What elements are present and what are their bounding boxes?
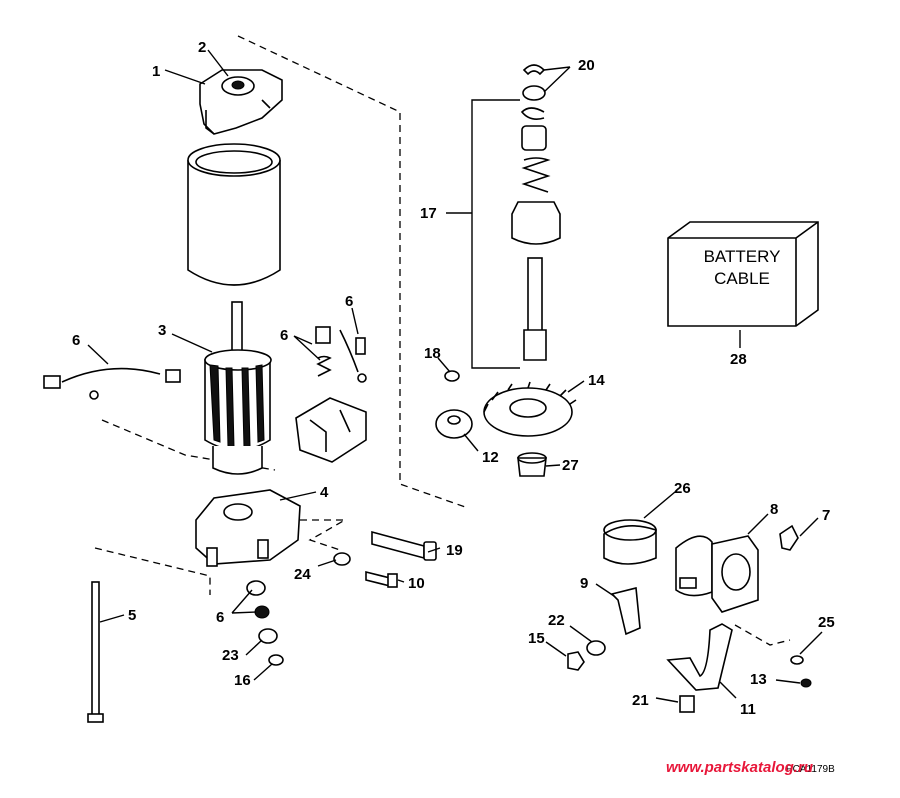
battery-label-line2: CABLE bbox=[714, 269, 770, 288]
ring-gear bbox=[483, 381, 577, 437]
callout-20: 20 bbox=[578, 57, 595, 74]
drive-end-cap bbox=[195, 489, 301, 567]
callout-5: 5 bbox=[128, 607, 136, 624]
callout-24: 24 bbox=[294, 566, 311, 583]
leader-lines bbox=[87, 49, 823, 703]
hardware-right bbox=[567, 640, 812, 713]
callout-12: 12 bbox=[482, 449, 499, 466]
callout-14: 14 bbox=[588, 372, 605, 389]
callout-6-brush: 6 bbox=[280, 327, 288, 344]
callout-13: 13 bbox=[750, 671, 767, 688]
callout-8: 8 bbox=[770, 501, 778, 518]
callout-6-screw: 6 bbox=[345, 293, 353, 310]
brush-holder bbox=[295, 397, 367, 463]
solenoid bbox=[675, 535, 759, 613]
drive-shaft-assembly bbox=[511, 64, 561, 361]
through-bolt bbox=[87, 581, 104, 723]
strap bbox=[610, 586, 641, 636]
callout-labels: 1 2 3 4 5 6 6 6 6 7 8 9 10 11 12 13 14 1… bbox=[72, 39, 835, 718]
washer-18 bbox=[444, 370, 460, 382]
armature-part bbox=[204, 301, 272, 475]
brush-set bbox=[315, 326, 367, 383]
callout-25: 25 bbox=[818, 614, 835, 631]
sleeve bbox=[603, 519, 657, 565]
wire-lead bbox=[43, 367, 181, 400]
callout-1: 1 bbox=[152, 63, 160, 80]
callout-2: 2 bbox=[198, 39, 206, 56]
callout-18: 18 bbox=[424, 345, 441, 362]
callout-21: 21 bbox=[632, 692, 649, 709]
callout-27: 27 bbox=[562, 457, 579, 474]
callout-23: 23 bbox=[222, 647, 239, 664]
callout-3: 3 bbox=[158, 322, 166, 339]
shaft-assembly-bracket bbox=[446, 99, 520, 369]
field-frame-housing bbox=[187, 143, 281, 286]
battery-label-line1: BATTERY bbox=[704, 247, 781, 266]
callout-16: 16 bbox=[234, 672, 251, 689]
callout-6-nut: 6 bbox=[216, 609, 224, 626]
end-cap-part bbox=[199, 69, 283, 135]
callout-6-wire: 6 bbox=[72, 332, 80, 349]
callout-15: 15 bbox=[528, 630, 545, 647]
callout-7: 7 bbox=[822, 507, 830, 524]
callout-26: 26 bbox=[674, 480, 691, 497]
terminal-boot bbox=[779, 524, 799, 551]
callout-17: 17 bbox=[420, 205, 437, 222]
callout-11: 11 bbox=[740, 701, 756, 718]
battery-cable-box: BATTERY CABLE bbox=[667, 221, 819, 327]
washers-nuts-left bbox=[246, 552, 351, 666]
watermark: www.partskatalog.ru bbox=[666, 759, 813, 776]
bolts bbox=[365, 530, 437, 588]
bushing bbox=[517, 452, 547, 477]
drawing-code: PCA1179B bbox=[786, 764, 835, 775]
clamp bbox=[666, 623, 733, 691]
callout-9: 9 bbox=[580, 575, 588, 592]
callout-4: 4 bbox=[320, 484, 329, 501]
callout-19: 19 bbox=[446, 542, 463, 559]
pinion-gear bbox=[435, 409, 473, 439]
callout-10: 10 bbox=[408, 575, 425, 592]
callout-28: 28 bbox=[730, 351, 747, 368]
callout-22: 22 bbox=[548, 612, 565, 629]
